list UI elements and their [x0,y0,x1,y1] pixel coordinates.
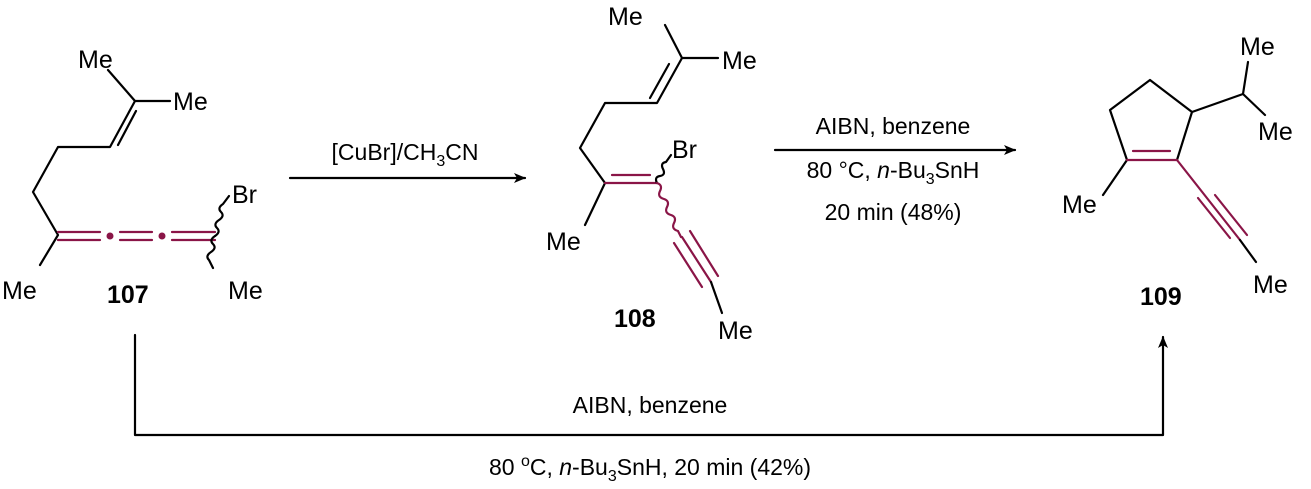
me-top: Me [608,3,643,31]
me-left: Me [2,277,37,305]
arrow-step2: AIBN, benzene 80 °C, n-Bu3SnH 20 min (48… [773,113,1017,225]
compound-108: Me Me Me Br Me 108 [546,3,757,345]
me-right: Me [722,47,757,75]
br: Br [672,136,697,164]
me-end: Me [718,317,753,345]
compound-label: 107 [107,281,149,309]
me-left: Me [1062,191,1097,219]
direct-condition-line1: AIBN, benzene [573,392,728,418]
me-right: Me [173,88,208,116]
arrow-step1: [CuBr]/CH3CN [288,139,527,183]
me-end: Me [228,277,263,305]
me-top: Me [1240,33,1275,61]
compound-label: 109 [1140,283,1182,311]
reagent-text: [CuBr]/CH3CN [332,139,479,170]
direct-condition-line2: 80 oC, n-Bu3SnH, 20 min (42%) [489,453,811,485]
me-left: Me [546,228,581,256]
compound-107: Me Me Me Br Me 107 [2,46,263,309]
condition-line3: 20 min (48%) [825,199,962,225]
me-top: Me [78,46,113,74]
br: Br [232,181,257,209]
arrow-direct: AIBN, benzene 80 oC, n-Bu3SnH, 20 min (4… [133,333,1168,485]
me-end: Me [1253,271,1288,299]
compound-109: Me Me Me Me 109 [1062,33,1293,311]
compound-label: 108 [614,305,656,333]
me-right: Me [1258,118,1293,146]
condition-line1: AIBN, benzene [816,113,971,139]
condition-line2: 80 °C, n-Bu3SnH [807,157,980,188]
